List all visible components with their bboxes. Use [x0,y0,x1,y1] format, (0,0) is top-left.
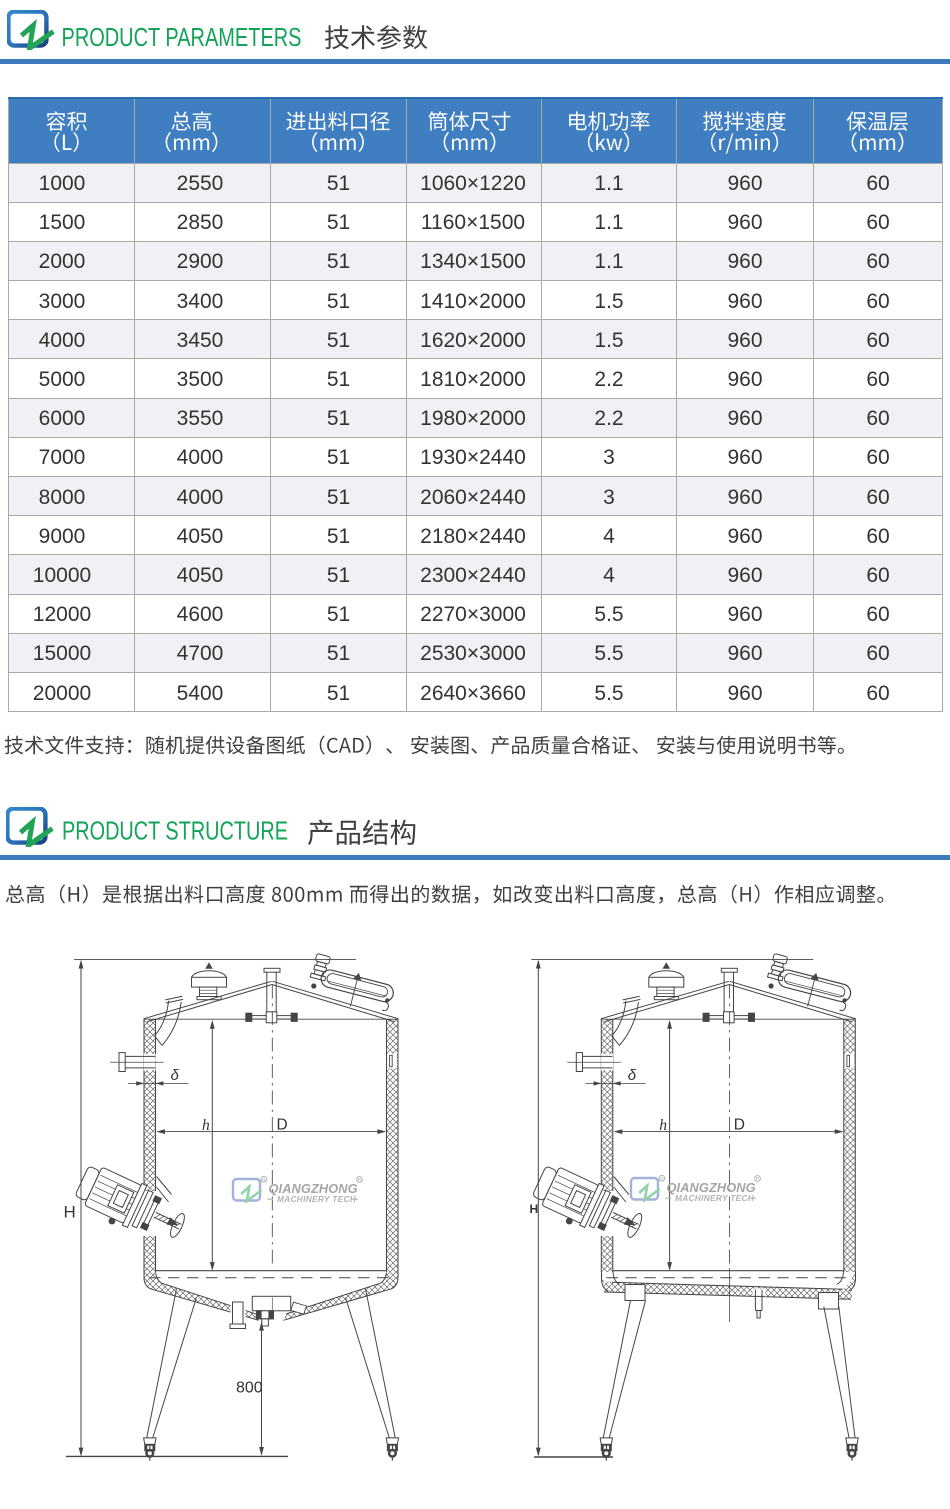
svg-text:QIANGZHONG: QIANGZHONG [667,1180,756,1195]
svg-text:h: h [202,1117,210,1134]
svg-text:δ: δ [171,1067,180,1084]
svg-text:PRODUCT STRUCTURE: PRODUCT STRUCTURE [62,816,288,846]
svg-text:800: 800 [236,1380,263,1397]
svg-text:R: R [660,1176,664,1181]
svg-text:R: R [358,1177,362,1182]
svg-text:D: D [277,1117,288,1134]
svg-text:H: H [64,1203,76,1222]
svg-text:MACHINERY TECH: MACHINERY TECH [675,1193,755,1203]
svg-text:MACHINERY TECH: MACHINERY TECH [277,1194,357,1204]
svg-text:PRODUCT PARAMETERS: PRODUCT PARAMETERS [62,22,302,52]
svg-text:QIANGZHONG: QIANGZHONG [269,1181,358,1196]
svg-text:H: H [530,1202,539,1216]
svg-text:R: R [262,1177,266,1182]
svg-text:R: R [756,1176,760,1181]
